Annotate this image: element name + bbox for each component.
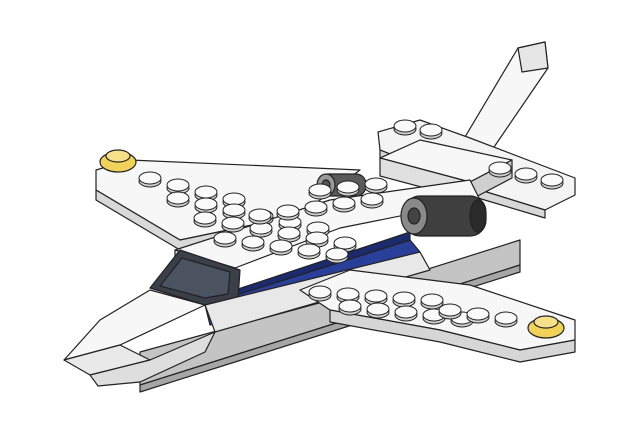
near-wing-stud [494,311,518,325]
near-wing-stud [366,302,390,316]
tail-stud [488,161,512,175]
far-wing-stud [166,191,190,205]
near-wing-stud [392,291,416,305]
near-wing-stud [336,287,360,301]
fuselage-stud [360,192,384,206]
near-wing-stud [338,299,362,313]
tail-stud [540,173,564,187]
far-wing-stud [193,211,217,225]
engine-near [400,195,487,237]
fuselage-stud [364,177,388,191]
far-wing-stud [138,171,162,185]
near-wing-stud [438,303,462,317]
far-wing-stud [222,203,246,217]
far-wing-stud [194,197,218,211]
fuselage-stud [248,208,272,222]
fuselage-stud [332,196,356,210]
fuselage-stud [308,183,332,197]
far-wing-stud [269,239,293,253]
tail-stud [419,123,443,137]
far-wing-stud [194,185,218,199]
near-wing-stud [308,285,332,299]
fuselage-stud [276,204,300,218]
fuselage-stud [304,200,328,214]
far-wing-stud [213,231,237,245]
wingtip-light-near [527,315,565,339]
far-wing-stud [333,236,357,250]
near-wing-stud [420,293,444,307]
studs-layer [138,119,564,328]
canopy-highlight [159,257,231,299]
far-wing-stud [277,226,301,240]
tail-stud [514,167,538,181]
far-wing-stud [222,192,246,206]
far-wing-stud [221,216,245,230]
far-wing-stud [325,247,349,261]
near-wing-edge [329,309,576,363]
tail-fin-side [517,41,549,73]
far-wing-stud [297,243,321,257]
tail-stud [393,119,417,133]
wingtip-light-far [99,149,137,173]
far-wing-stud [305,231,329,245]
near-wing-stud [466,307,490,321]
nose-side [89,331,216,387]
near-wing-stud [394,305,418,319]
far-wing-stud [166,178,190,192]
fuselage-stud [336,180,360,194]
near-wing-stud [364,289,388,303]
far-wing-stud [241,235,265,249]
